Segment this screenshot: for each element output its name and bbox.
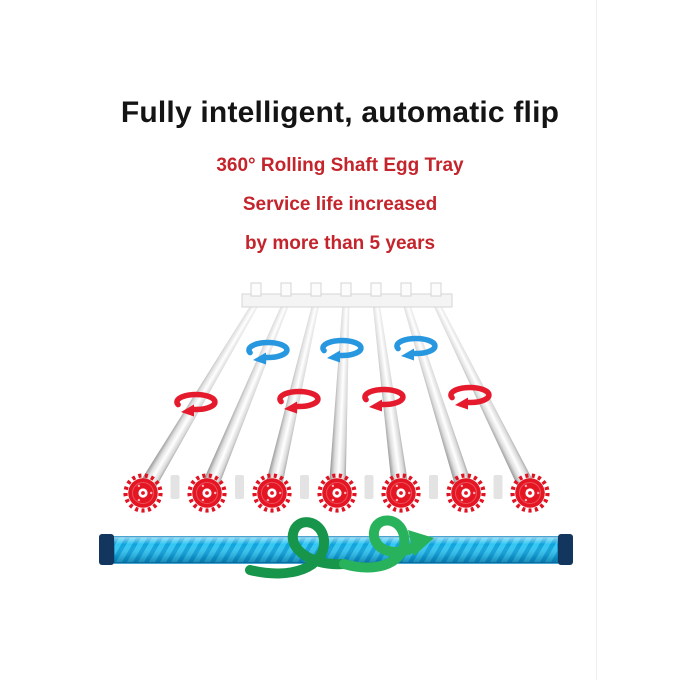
promo-benefit-line-1: Service life increased bbox=[242, 194, 438, 215]
mounting-tab bbox=[370, 282, 382, 297]
roller-tube bbox=[402, 301, 475, 496]
right-edge-line bbox=[596, 0, 597, 680]
roller-tube bbox=[372, 302, 410, 495]
mounting-tab bbox=[250, 282, 262, 297]
egg-tray-roller-illustration bbox=[99, 282, 573, 579]
roller-tube bbox=[199, 301, 290, 497]
shaft-end-cap-right bbox=[558, 534, 573, 565]
screw-shaft bbox=[99, 534, 573, 565]
frame-brackets bbox=[170, 475, 503, 499]
roller-tubes bbox=[135, 301, 538, 498]
drive-gear-icon bbox=[384, 476, 419, 511]
shaft-end-cap-left bbox=[99, 534, 114, 565]
green-spiral-arrow-icon bbox=[245, 515, 434, 579]
drive-gear-icon bbox=[255, 476, 290, 511]
mounting-tab bbox=[310, 282, 322, 297]
mounting-tab bbox=[280, 282, 292, 297]
roller-tube bbox=[328, 302, 350, 494]
roller-tube bbox=[135, 301, 260, 498]
drive-gears bbox=[126, 476, 548, 511]
promo-subtitle: 360° Rolling Shaft Egg Tray bbox=[216, 155, 464, 176]
drive-gear-icon bbox=[320, 476, 355, 511]
promo-benefit-line-2: by more than 5 years bbox=[244, 233, 436, 254]
roller-tube bbox=[263, 302, 320, 495]
page-title: Fully intelligent, automatic flip bbox=[120, 96, 560, 129]
mounting-tabs bbox=[250, 282, 442, 297]
mounting-tab bbox=[400, 282, 412, 297]
mounting-tab bbox=[430, 282, 442, 297]
promo-text-block: Fully intelligent, automatic flip 360° R… bbox=[0, 96, 680, 255]
mounting-tab bbox=[340, 282, 352, 297]
screw-shaft-shine bbox=[114, 537, 558, 563]
green-spiral-arrowhead bbox=[408, 530, 434, 556]
